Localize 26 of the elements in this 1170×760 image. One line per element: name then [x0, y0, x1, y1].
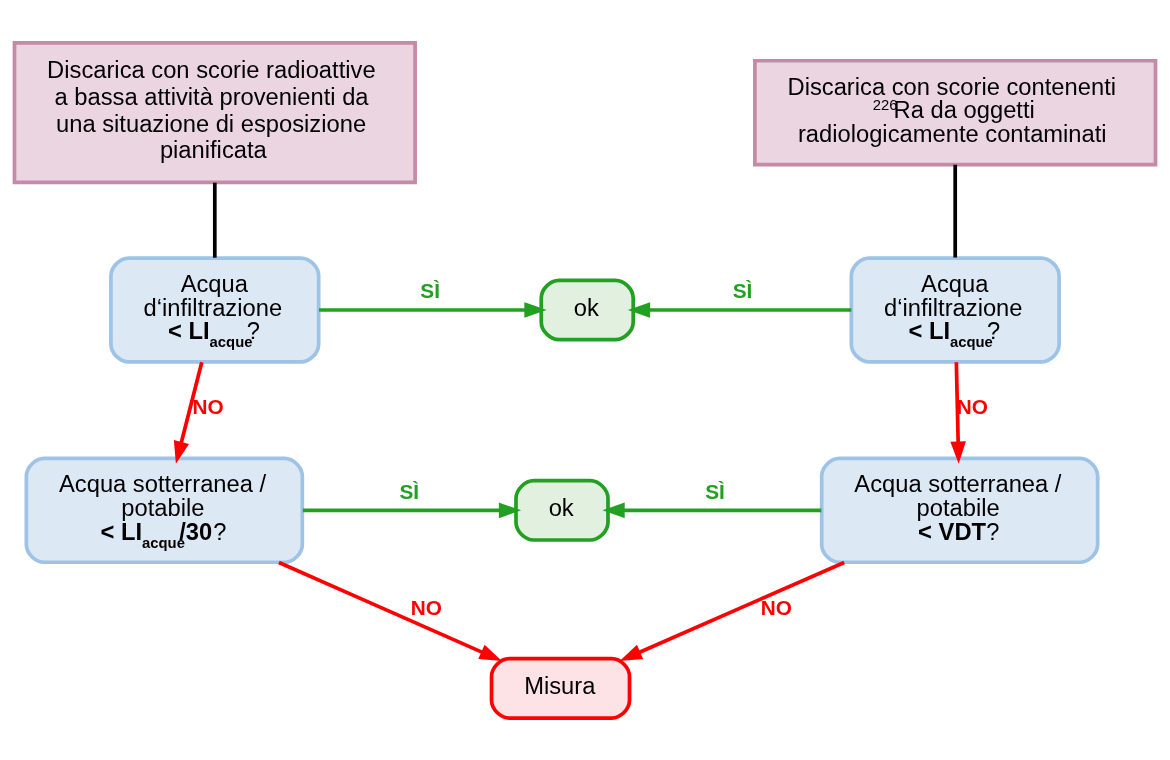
arrow	[173, 361, 204, 464]
node-box: Misura	[489, 656, 632, 720]
node-box: Acqua sotterranea / potabile < LI$_{acque}$/30?	[24, 456, 305, 564]
connector	[953, 164, 958, 258]
node-box: Acqua d‘infiltrazione < LI$_{acque}$?	[109, 255, 321, 364]
edge-label: SÌ	[732, 278, 753, 302]
node-box: Acqua sotterranea / potabile < VDT?	[819, 456, 1100, 564]
arrow	[302, 502, 522, 518]
node-box: Acqua d‘infiltrazione < LI$_{acque}$?	[849, 255, 1061, 364]
arrow	[619, 560, 845, 661]
arrow	[319, 301, 547, 318]
arrow	[627, 301, 852, 318]
arrow	[602, 502, 822, 518]
edge-label: SÌ	[420, 278, 440, 302]
edge-label: NO	[192, 394, 224, 418]
edge-label: NO	[410, 595, 442, 618]
node-box: Discarica con scorie contenenti $^{226}$Ra da oggetti radiologicamente contaminati	[753, 58, 1158, 166]
edge-label: SÌ	[705, 479, 725, 503]
edge-label: NO	[760, 595, 792, 618]
arrow	[950, 361, 966, 464]
arrow	[278, 560, 502, 661]
connector	[212, 182, 217, 258]
node-box: ok	[539, 278, 636, 342]
node-box: ok	[514, 478, 610, 542]
node-box: Discarica con scorie radioattive a bassa attività provenienti da una situazione di esposizione pianificata	[12, 40, 417, 184]
edge-label: SÌ	[399, 479, 420, 503]
